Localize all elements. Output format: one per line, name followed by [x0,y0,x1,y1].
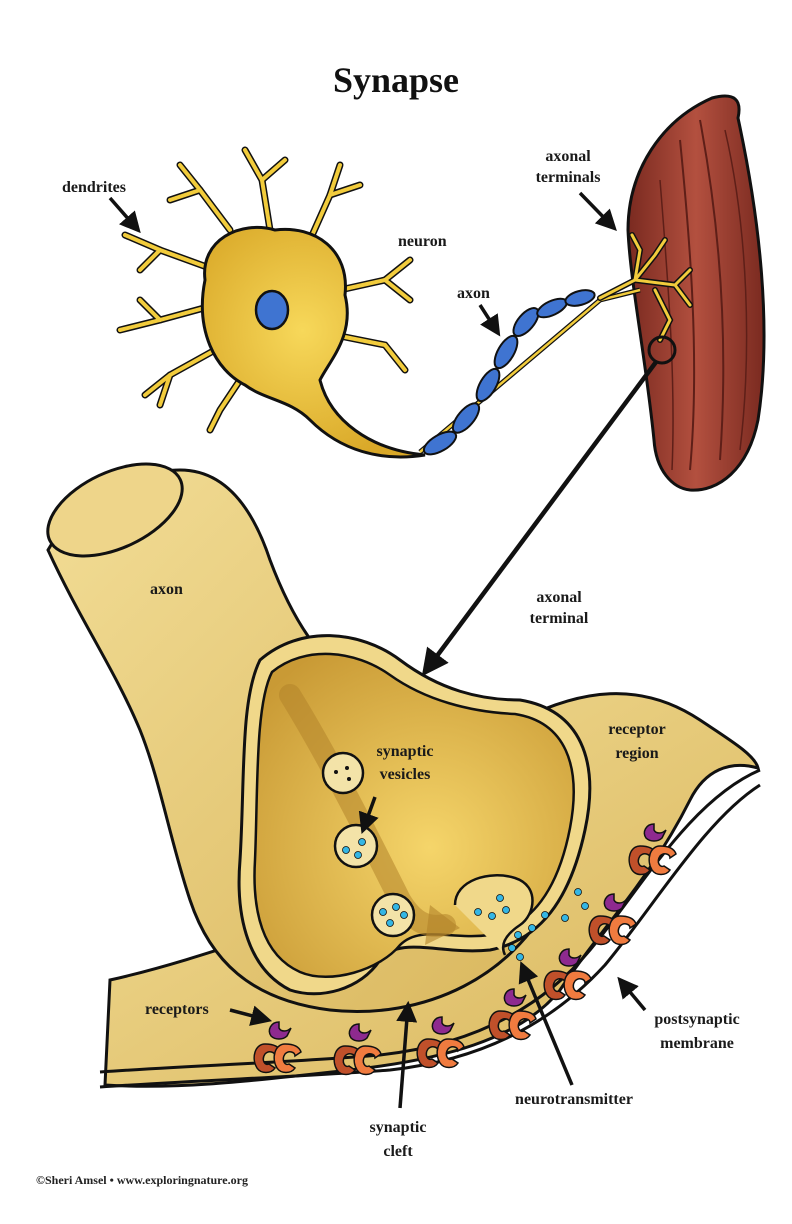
nucleus [254,289,290,331]
label-neurotransmitter: neurotransmitter [515,1091,633,1108]
label-receptor-region-line2: region [615,745,658,762]
neuron-illustration [116,146,693,459]
vesicle-2 [333,823,379,869]
label-synaptic-vesicles-line2: vesicles [380,766,431,783]
vesicle-fusing [474,894,510,920]
neurotransmitter-molecules [508,888,589,961]
synapse-closeup [46,462,761,1089]
label-axonal-terminal-line2: terminal [530,610,589,627]
credit-line: ©Sheri Amsel • www.exploringnature.org [36,1173,248,1187]
label-synaptic-cleft-line2: cleft [383,1143,413,1160]
magnify-circle [647,335,677,365]
label-dendrites: dendrites [62,179,126,196]
label-neuron: neuron [398,233,447,250]
label-axonal-terminal-line1: axonal [536,589,582,606]
vesicle-3 [370,892,416,938]
label-postsynaptic-line2: membrane [660,1035,734,1052]
label-postsynaptic-line1: postsynaptic [654,1011,739,1028]
receptor-group [253,823,677,1076]
label-synaptic-cleft-line1: synaptic [370,1119,427,1136]
zoom-arrow [421,360,658,677]
label-axonal-terminals-line1: axonal [545,148,591,165]
page-title: Synapse [333,60,459,100]
label-synaptic-vesicles-line1: synaptic [377,743,434,760]
label-axon-bottom: axon [150,581,183,598]
muscle-illustration [626,94,766,492]
label-axon-top: axon [457,285,490,302]
vesicle-1 [321,751,365,795]
label-axonal-terminals-line2: terminals [536,169,601,186]
pointer-arrows [108,191,647,1109]
label-receptors: receptors [145,1001,209,1018]
label-receptor-region-line1: receptor [608,721,665,738]
